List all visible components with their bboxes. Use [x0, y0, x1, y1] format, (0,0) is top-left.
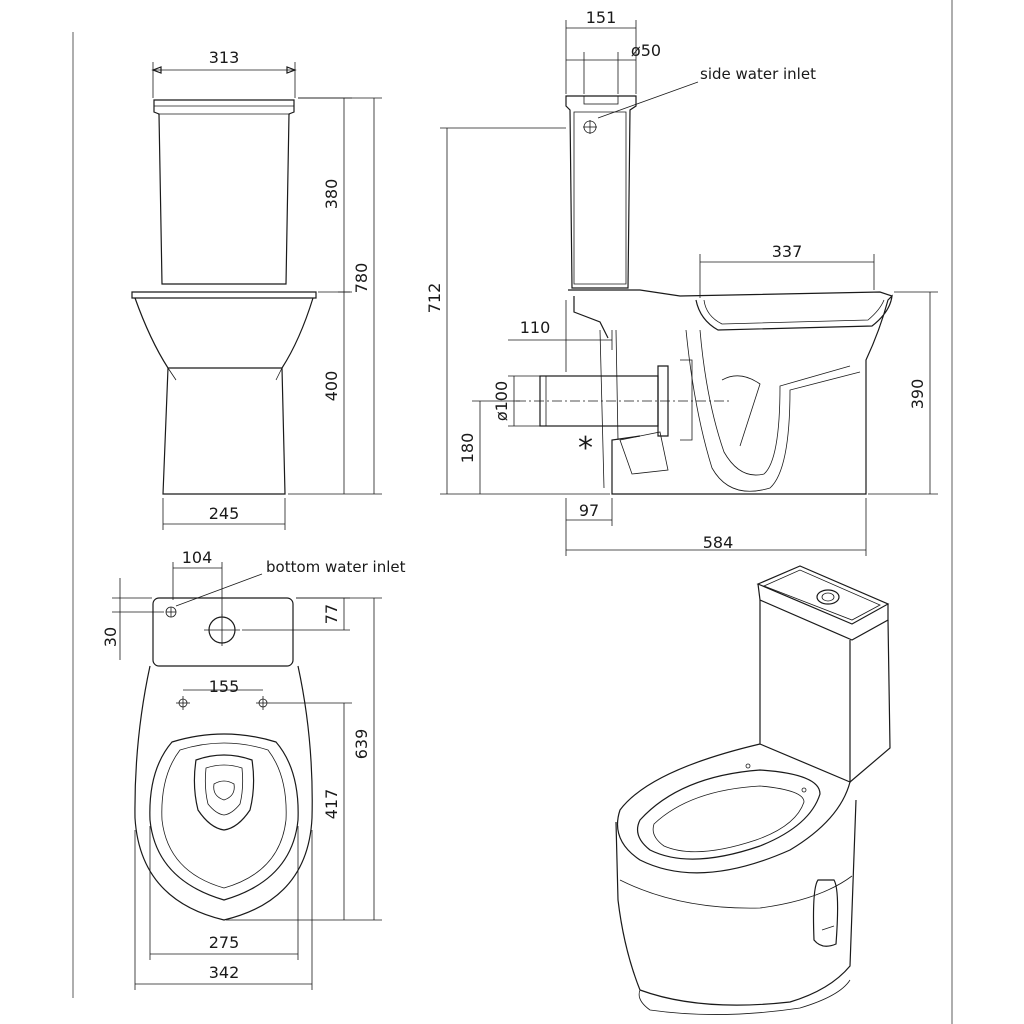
- front-bowl-rim: [131, 291, 317, 299]
- top-bowl-inner: [193, 754, 255, 831]
- mounting-hole-left: [176, 696, 190, 710]
- dim-inlet-diameter: ø50: [631, 41, 661, 60]
- isometric-view: [615, 565, 891, 1015]
- dim-bowl-length: 417: [322, 789, 341, 820]
- dim-tank-width: 313: [209, 48, 240, 67]
- iso-flush-button: [816, 589, 840, 605]
- front-bowl-body: [134, 297, 314, 369]
- top-tank: [152, 597, 294, 667]
- dim-total-height: 780: [352, 263, 371, 294]
- dim-overall-width: 342: [209, 963, 240, 982]
- dim-side-height: 712: [425, 283, 444, 314]
- dim-rim-height: 390: [908, 379, 927, 410]
- dim-hole-spacing: 155: [209, 677, 240, 696]
- side-bowl: [611, 294, 893, 495]
- front-pedestal: [162, 367, 286, 495]
- side-tank: [565, 95, 637, 289]
- iso-pedestal: [615, 799, 857, 1006]
- dim-bowl-height: 400: [322, 371, 341, 402]
- top-view: 104 bottom water inlet 30 77 155 639 417…: [101, 548, 406, 990]
- dim-inlet-depth: 77: [322, 604, 341, 624]
- dim-inlet-side: 30: [101, 627, 120, 647]
- dim-total-depth: 584: [703, 533, 734, 552]
- star-mark: *: [578, 431, 593, 466]
- front-tank: [153, 99, 295, 285]
- dim-base-width: 245: [209, 504, 240, 523]
- side-water-inlet-label: side water inlet: [700, 65, 816, 83]
- dim-seat-width: 275: [209, 933, 240, 952]
- front-view: 313 380 400 780 245: [131, 48, 382, 530]
- bottom-water-inlet-label: bottom water inlet: [266, 558, 406, 576]
- dim-bowl-opening: 337: [772, 242, 803, 261]
- dim-inlet-offset: 104: [182, 548, 213, 567]
- side-view: 151 ø50 side water inlet 712 337 390 110…: [425, 8, 938, 556]
- dim-outlet-height: 180: [458, 433, 477, 464]
- dim-outlet-offset: 110: [520, 318, 551, 337]
- mounting-hole-right: [256, 696, 270, 710]
- dim-tank-depth: 151: [586, 8, 617, 27]
- dim-tank-height: 380: [322, 179, 341, 210]
- top-seat-ring: [149, 733, 299, 901]
- top-bowl: [134, 665, 313, 921]
- dim-total-length: 639: [352, 729, 371, 760]
- iso-bowl-rim: [616, 743, 851, 874]
- dim-back-offset: 97: [579, 501, 599, 520]
